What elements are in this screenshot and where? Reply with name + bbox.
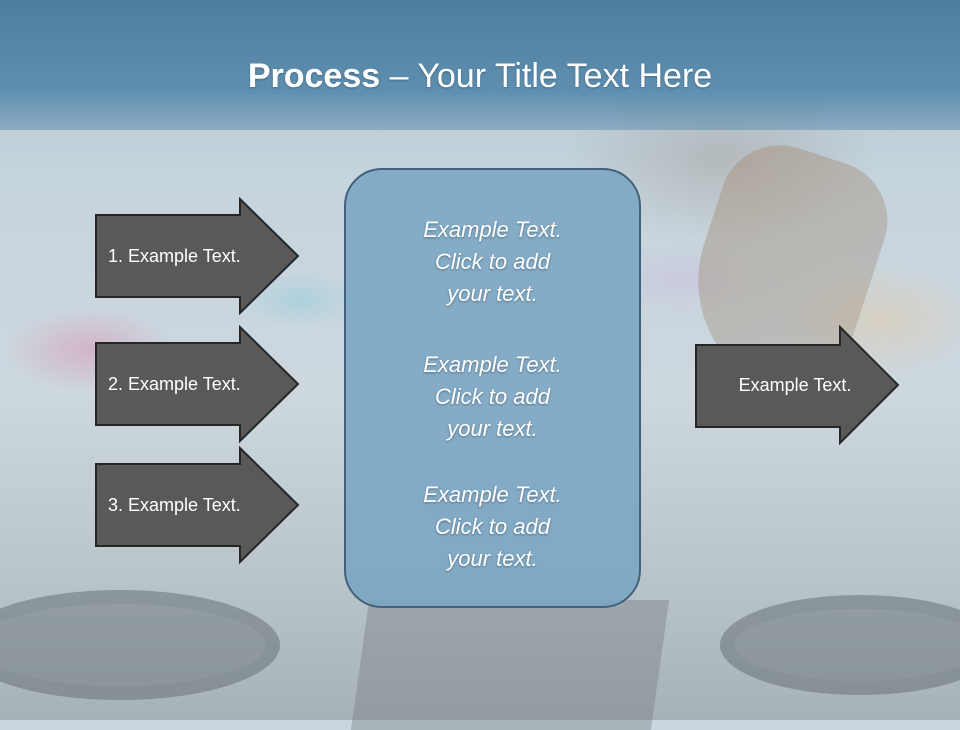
process-arrow-1[interactable]: 1. Example Text. <box>95 196 300 316</box>
center-content-box[interactable]: Example Text. Click to add your text. Ex… <box>344 168 641 608</box>
process-arrow-3[interactable]: 3. Example Text. <box>95 445 300 565</box>
title-bold-text: Process <box>247 57 381 95</box>
result-arrow[interactable]: Example Text. <box>695 324 900 446</box>
content-block-3[interactable]: Example Text. Click to add your text. <box>423 482 562 571</box>
process-arrow-2[interactable]: 2. Example Text. <box>95 324 300 444</box>
slide-title[interactable]: Process – Your Title Text Here <box>0 54 960 98</box>
title-bar-background <box>0 0 960 130</box>
background-turntable-right <box>720 595 960 695</box>
title-rest-text: – Your Title Text Here <box>380 57 713 95</box>
content-block-2[interactable]: Example Text. Click to add your text. <box>423 352 562 441</box>
arrow-shape <box>695 324 900 446</box>
arrow-label: 2. Example Text. <box>108 373 241 394</box>
background-turntable-left <box>0 590 280 700</box>
arrow-label: 3. Example Text. <box>108 494 241 515</box>
content-block-1[interactable]: Example Text. Click to add your text. <box>423 217 562 306</box>
background-mixer <box>350 600 670 730</box>
arrow-shape <box>95 196 300 316</box>
arrow-label: Example Text. <box>738 374 852 395</box>
arrow-label: 1. Example Text. <box>108 245 241 266</box>
arrow-shape <box>95 324 300 444</box>
arrow-shape <box>95 445 300 565</box>
